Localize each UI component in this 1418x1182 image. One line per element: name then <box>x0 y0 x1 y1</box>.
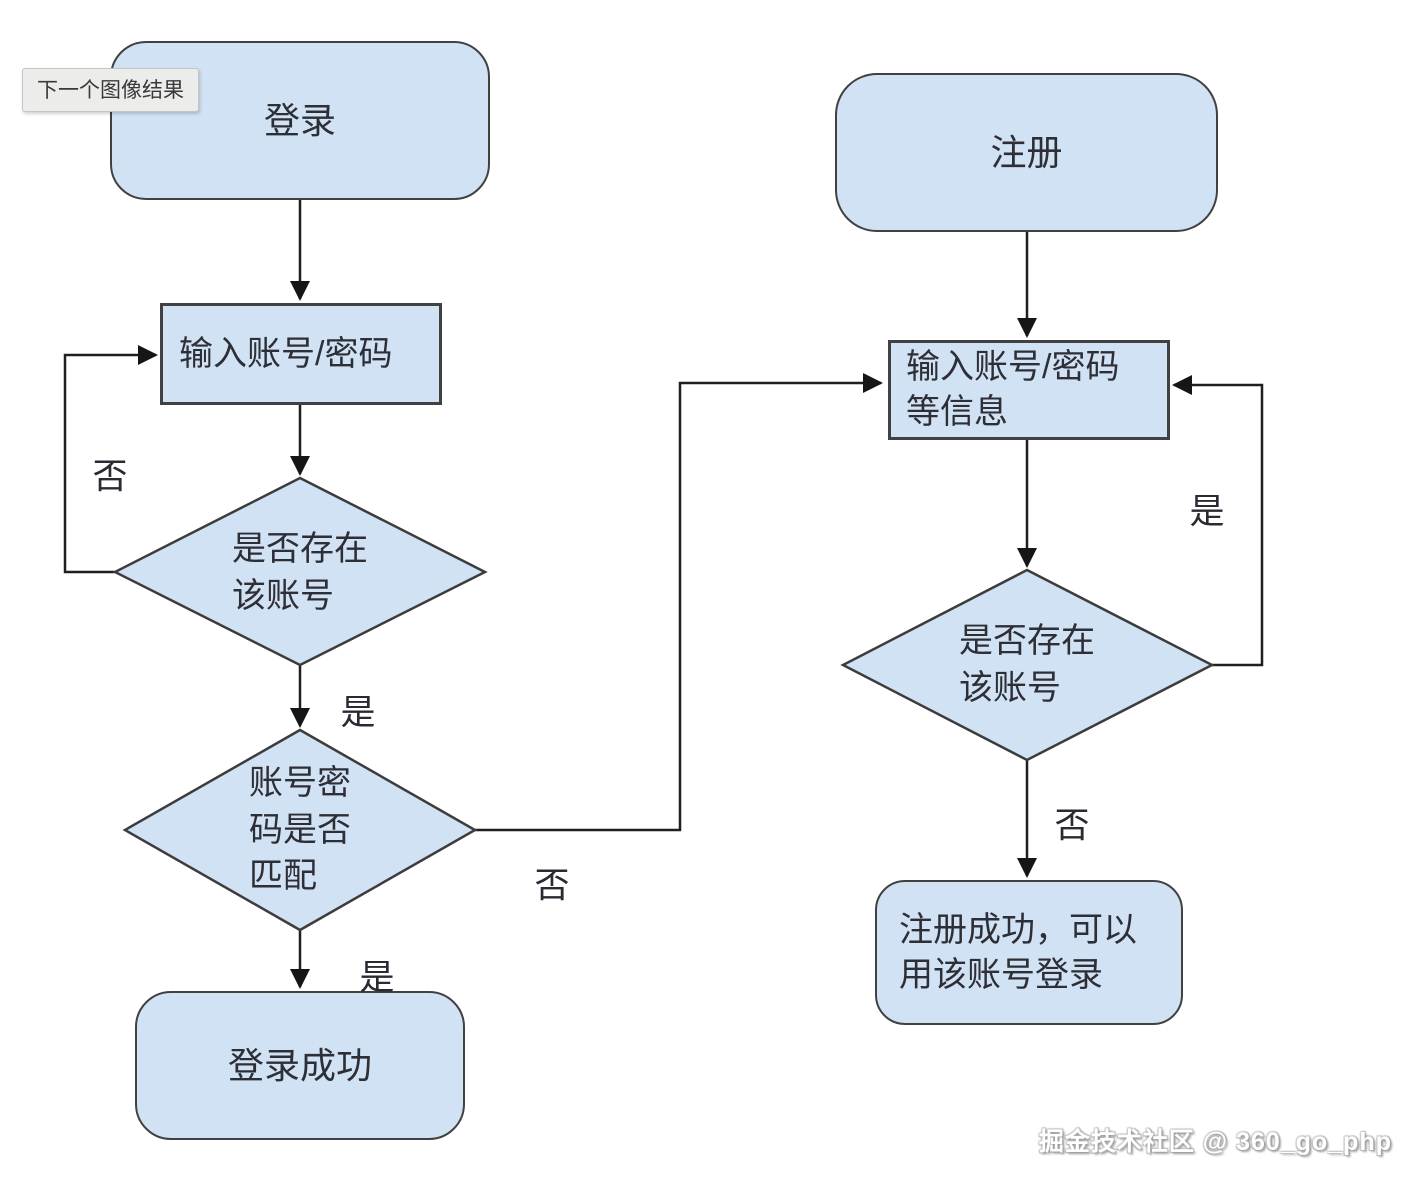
login-match-yes-label: 是 <box>359 958 395 998</box>
login-exists-no-label: 否 <box>92 457 128 497</box>
edge-login-exists-no-loop <box>63 345 158 574</box>
login-exists-yes-label: 是 <box>340 693 376 733</box>
login-match-no-label: 否 <box>534 866 570 906</box>
login-start-node: 登录 <box>110 41 490 200</box>
register-input-node: 输入账号/密码 等信息 <box>888 340 1170 440</box>
edge-register-exists-yes-loop <box>1172 375 1264 667</box>
login-input-label: 输入账号/密码 <box>179 334 393 373</box>
register-exists-no-label: 否 <box>1054 806 1090 846</box>
login-match-decision-shape <box>122 728 478 932</box>
watermark-text: 掘金技术社区 @ 360_go_php <box>1038 1128 1392 1156</box>
login-exists-decision-shape <box>112 476 488 667</box>
login-success-node: 登录成功 <box>135 991 465 1140</box>
login-start-label: 登录 <box>263 99 336 141</box>
register-exists-decision-shape <box>840 568 1215 762</box>
next-image-result-tooltip: 下一个图像结果 <box>22 68 199 112</box>
edge-login-match-no-to-register-input <box>475 373 883 832</box>
tooltip-text: 下一个图像结果 <box>37 79 184 102</box>
register-success-node: 注册成功，可以 用该账号登录 <box>875 880 1183 1025</box>
register-input-label: 输入账号/密码 等信息 <box>906 348 1120 431</box>
login-success-label: 登录成功 <box>227 1044 372 1086</box>
register-exists-yes-label: 是 <box>1189 492 1225 532</box>
login-input-node: 输入账号/密码 <box>160 303 442 405</box>
register-start-node: 注册 <box>835 73 1218 232</box>
register-success-label: 注册成功，可以 用该账号登录 <box>899 910 1137 994</box>
register-start-label: 注册 <box>990 131 1063 173</box>
